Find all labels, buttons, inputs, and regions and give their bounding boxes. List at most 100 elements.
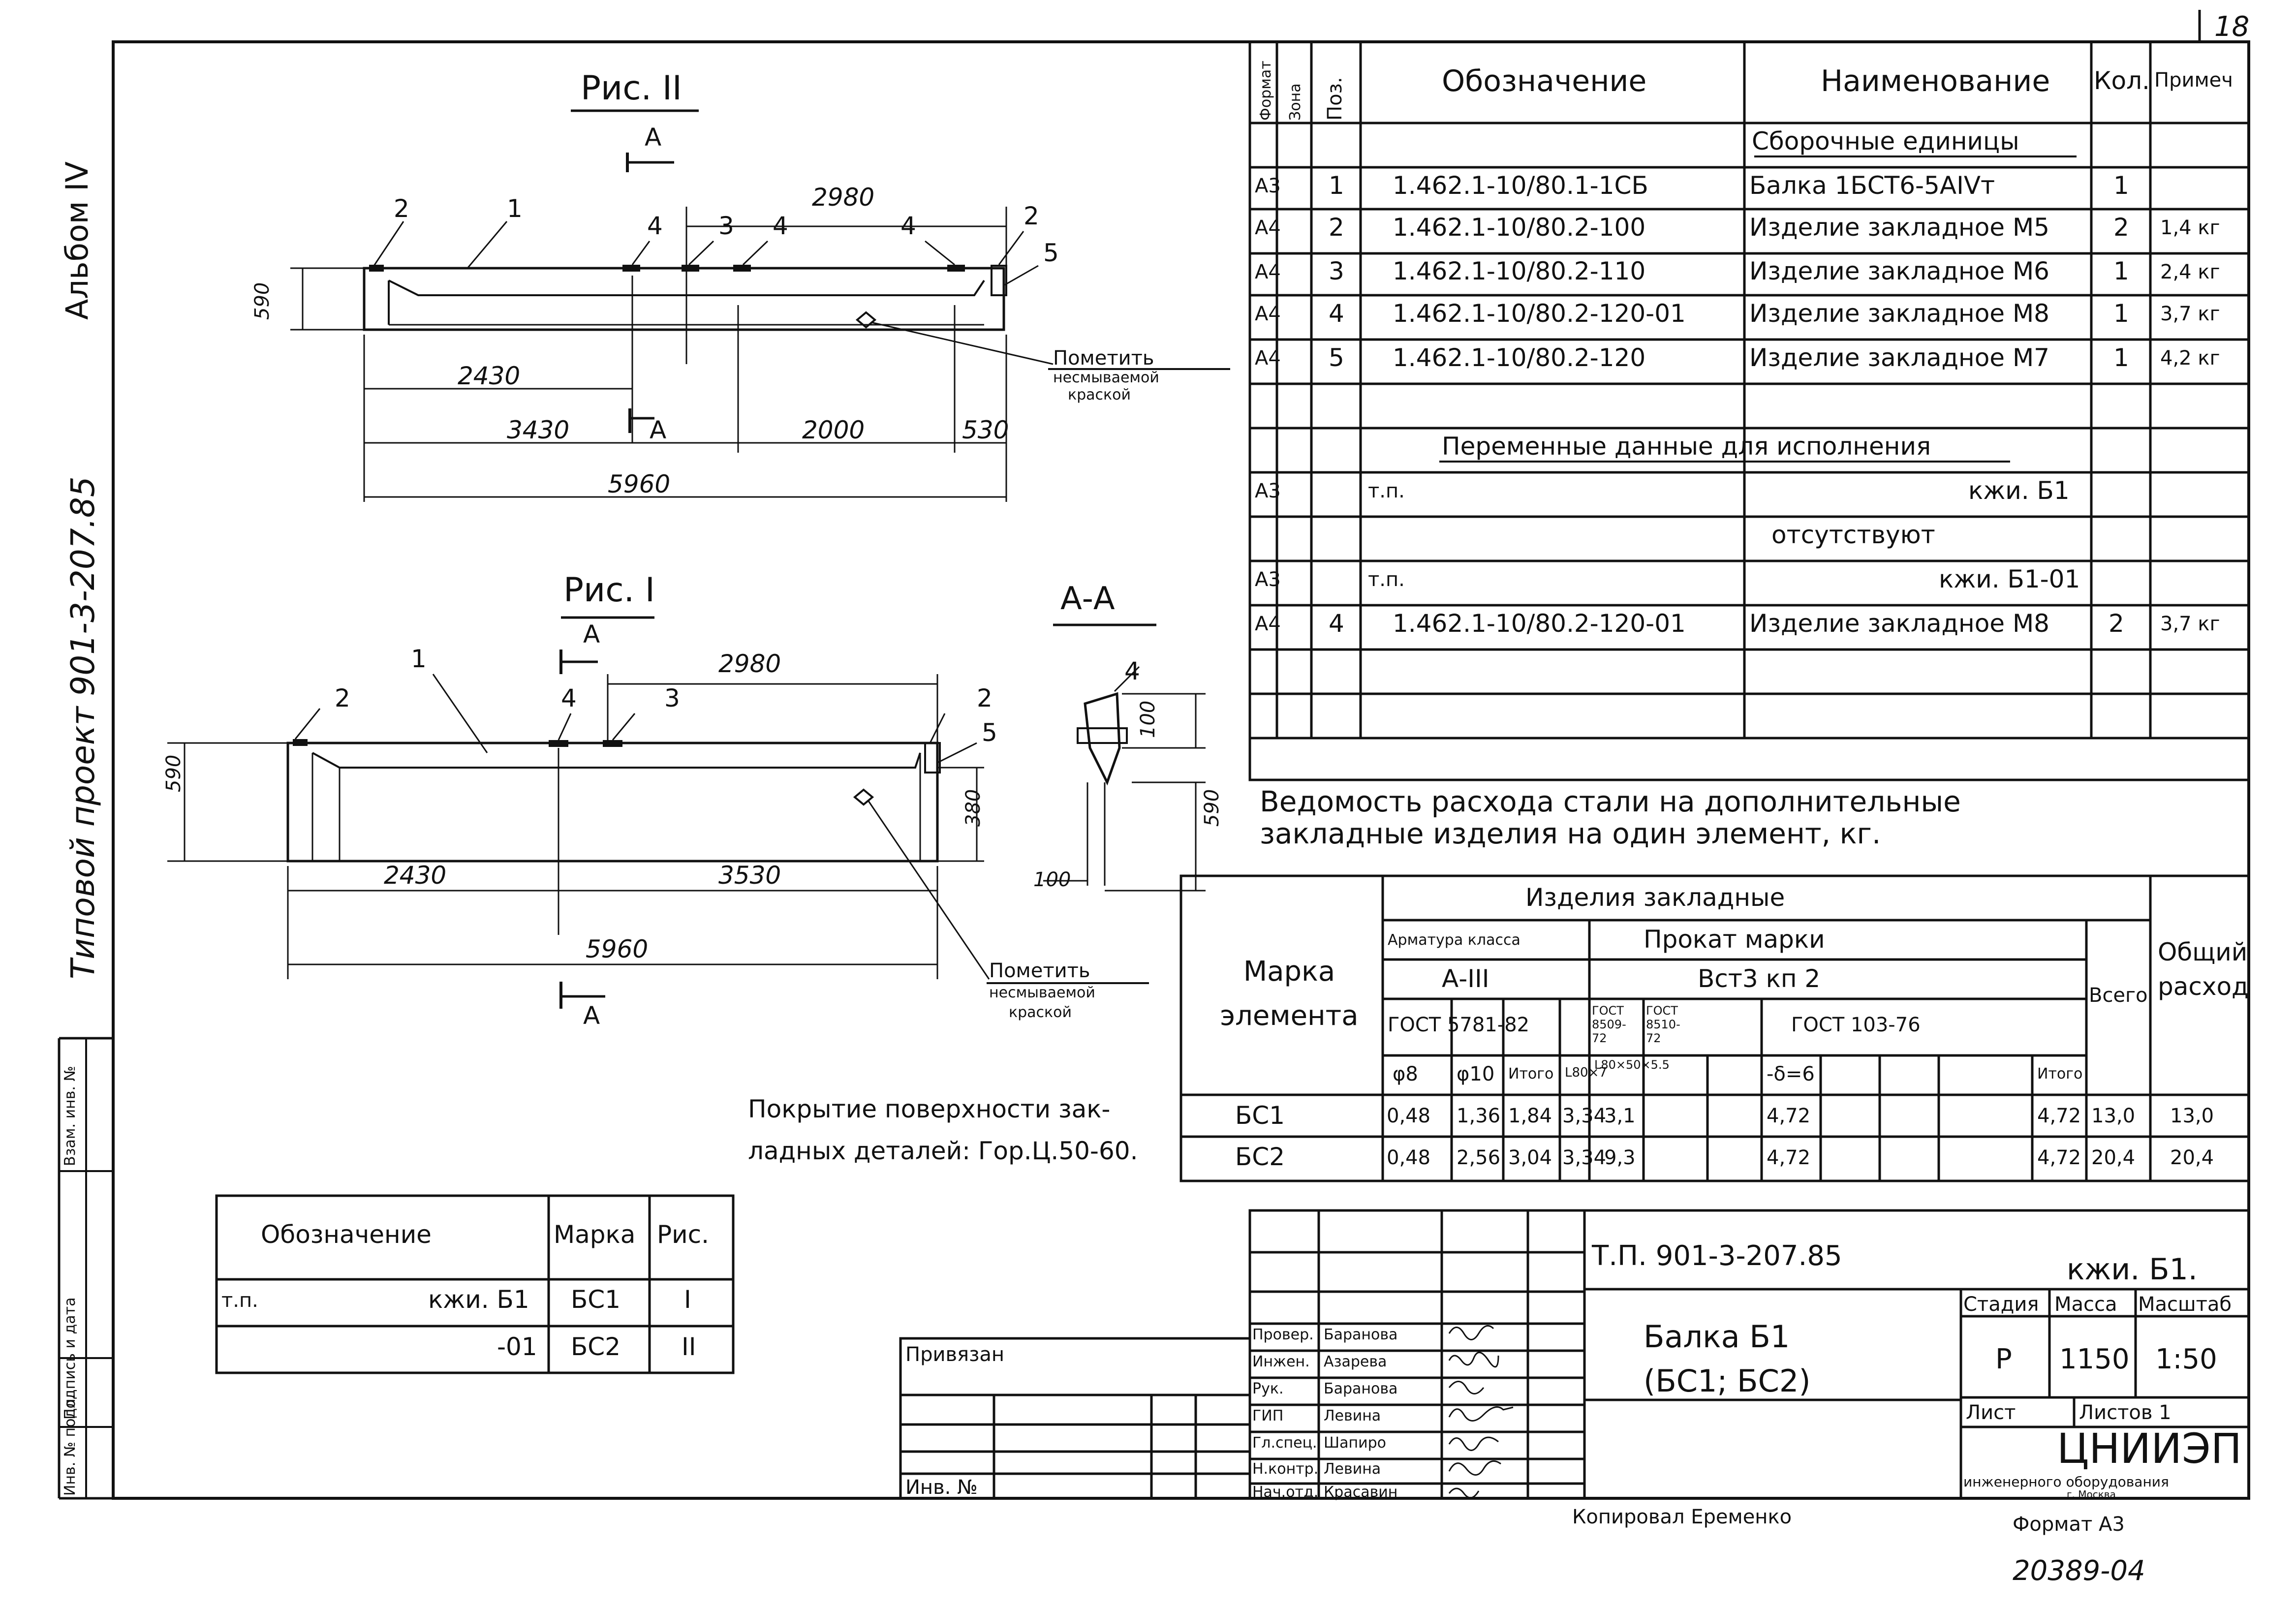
fig1-dim-5960: 5960 xyxy=(586,935,649,963)
title-bound-label: Привязан xyxy=(905,1343,1005,1366)
steel-row-2-v1: 2,56 xyxy=(1457,1146,1501,1169)
fig1-section-mark-top: А xyxy=(583,620,600,649)
title-inv-label: Инв. № xyxy=(905,1476,978,1499)
fig1-section-mark-bottom: А xyxy=(583,1001,600,1030)
spec-header-name: Наименование xyxy=(1821,64,2050,98)
marks-row-1-code: кжи. Б1 xyxy=(428,1285,529,1314)
steel-row-1-v6: 4,72 xyxy=(2037,1105,2081,1127)
fig2-note-2: несмываемой xyxy=(1053,369,1159,386)
spec-row-2-name: Изделие закладное М5 xyxy=(1749,213,2049,242)
steel-row-2-total: 20,4 xyxy=(2091,1146,2136,1169)
fig2-pos-4a: 4 xyxy=(647,212,663,240)
steel-row-2-v2: 3,04 xyxy=(1508,1146,1552,1169)
spec-row-3-note: 2,4 кг xyxy=(2160,261,2220,283)
spec-var2-row-format: А4 xyxy=(1255,613,1281,635)
spec-var1-format: А3 xyxy=(1255,480,1281,502)
spec-row-2-pos: 2 xyxy=(1329,213,1344,242)
spec-row-3-pos: 3 xyxy=(1329,257,1344,285)
signer-4-name: Левина xyxy=(1324,1407,1381,1424)
steel-row-1-v3: 3,34 xyxy=(1562,1105,1607,1127)
spec-row-2-format: А4 xyxy=(1255,217,1281,239)
steel-row-2-v6: 4,72 xyxy=(2037,1146,2081,1169)
format-label: Формат А3 xyxy=(2013,1513,2125,1536)
spec-header-note: Примеч xyxy=(2154,69,2233,92)
steel-row-1-general: 13,0 xyxy=(2170,1105,2214,1127)
signer-5-role: Гл.спец. xyxy=(1252,1434,1317,1452)
fig1-dim-2430: 2430 xyxy=(384,861,447,890)
spec-var1-note: отсутствуют xyxy=(1771,521,1935,549)
fig2-dim-2000: 2000 xyxy=(802,416,865,444)
signer-1-name: Баранова xyxy=(1324,1326,1398,1343)
fig1-pos-1: 1 xyxy=(411,645,427,673)
spec-row-5-name: Изделие закладное М7 xyxy=(1749,343,2049,372)
title-stage-header: Стадия xyxy=(1963,1293,2039,1316)
title-org-sub: инженерного оборудования xyxy=(1963,1474,2169,1490)
spec-row-4-qty: 1 xyxy=(2113,299,2129,328)
marks-row-1-mark: БС1 xyxy=(571,1285,621,1314)
marks-header-fig: Рис. xyxy=(657,1220,710,1249)
spec-row-5-designation: 1.462.1-10/80.2-120 xyxy=(1393,343,1646,372)
figure-1-drawing xyxy=(167,616,990,1009)
title-org-city: г. Москва xyxy=(2067,1488,2116,1500)
title-stage: Р xyxy=(1995,1343,2012,1375)
steel-row-2-v0: 0,48 xyxy=(1387,1146,1431,1169)
steel-row-2-v4: 9,3 xyxy=(1604,1146,1636,1169)
steel-sub-phi10: φ10 xyxy=(1457,1063,1495,1085)
marks-row-1-fig: I xyxy=(684,1285,691,1314)
fig1-note-2: несмываемой xyxy=(989,984,1095,1001)
steel-rolled-grade: Вст3 кп 2 xyxy=(1698,964,1821,993)
marks-row-1-tp: т.п. xyxy=(221,1289,258,1312)
steel-row-1-total: 13,0 xyxy=(2091,1105,2136,1127)
spec-row-1-name: Балка 1БСТ6-5АIVт xyxy=(1749,171,1995,200)
spec-row-4-name: Изделие закладное М8 xyxy=(1749,299,2049,328)
steel-gost-plate: ГОСТ 103-76 xyxy=(1791,1014,1921,1036)
spec-var2-tp: т.п. xyxy=(1368,568,1405,591)
copied-by: Копировал Еременко xyxy=(1572,1506,1792,1528)
spec-var1-code: кжи. Б1 xyxy=(1968,476,2070,505)
signer-1-role: Провер. xyxy=(1252,1326,1314,1343)
spec-row-1-qty: 1 xyxy=(2113,171,2129,200)
steel-row-2-mark: БС2 xyxy=(1235,1143,1285,1171)
steel-gost-rebar: ГОСТ 5781-82 xyxy=(1388,1014,1530,1036)
spec-row-2-note: 1,4 кг xyxy=(2160,217,2220,239)
steel-row-1-v0: 0,48 xyxy=(1387,1105,1431,1127)
marks-header-mark: Марка xyxy=(554,1220,636,1249)
spec-group-variable: Переменные данные для исполнения xyxy=(1442,432,1931,461)
steel-row-2-general: 20,4 xyxy=(2170,1146,2214,1169)
steel-total-header: Всего xyxy=(2089,984,2148,1007)
section-aa-pos-4: 4 xyxy=(1124,657,1140,685)
steel-title-line2: закладные изделия на один элемент, кг. xyxy=(1260,817,1881,850)
title-org: ЦНИИЭП xyxy=(2057,1424,2242,1473)
steel-gost-b: ГОСТ 8510-72 xyxy=(1646,1004,1680,1045)
marks-row-2-fig: II xyxy=(682,1332,696,1361)
spec-row-5-format: А4 xyxy=(1255,347,1281,370)
title-mass: 1150 xyxy=(2059,1343,2130,1375)
steel-sub-itogo2: Итого xyxy=(2037,1065,2083,1083)
steel-items-header: Изделия закладные xyxy=(1525,883,1785,912)
spec-var1-tp: т.п. xyxy=(1368,480,1405,502)
title-scale-header: Масштаб xyxy=(2138,1293,2232,1316)
steel-rebar-header: Арматура класса xyxy=(1388,931,1520,949)
signer-7-role: Нач.отд. xyxy=(1252,1484,1319,1501)
spec-row-2-qty: 2 xyxy=(2113,213,2129,242)
fig1-note-3: краской xyxy=(1009,1004,1072,1021)
spec-row-1-designation: 1.462.1-10/80.1-1СБ xyxy=(1393,171,1648,200)
spec-row-4-note: 3,7 кг xyxy=(2160,303,2220,325)
fig1-pos-2a: 2 xyxy=(335,684,350,712)
spec-var2-code: кжи. Б1-01 xyxy=(1939,565,2080,593)
spec-row-3-format: А4 xyxy=(1255,261,1281,283)
spec-row-3-designation: 1.462.1-10/80.2-110 xyxy=(1393,257,1646,285)
spec-var2-row-designation: 1.462.1-10/80.2-120-01 xyxy=(1393,609,1686,638)
spec-var2-row-pos: 4 xyxy=(1329,609,1344,638)
fig1-note-1: Пометить xyxy=(989,960,1090,982)
signer-4-role: ГИП xyxy=(1252,1407,1284,1424)
signer-3-role: Рук. xyxy=(1252,1380,1284,1397)
title-scale: 1:50 xyxy=(2155,1343,2217,1375)
steel-row-1-v4: 3,1 xyxy=(1604,1105,1636,1127)
fig2-note-underline xyxy=(1048,368,1230,370)
fig2-title: Рис. II xyxy=(581,69,682,108)
fig1-pos-5: 5 xyxy=(982,718,997,747)
marks-row-2-code: -01 xyxy=(497,1332,537,1361)
signer-6-name: Левина xyxy=(1324,1460,1381,1478)
